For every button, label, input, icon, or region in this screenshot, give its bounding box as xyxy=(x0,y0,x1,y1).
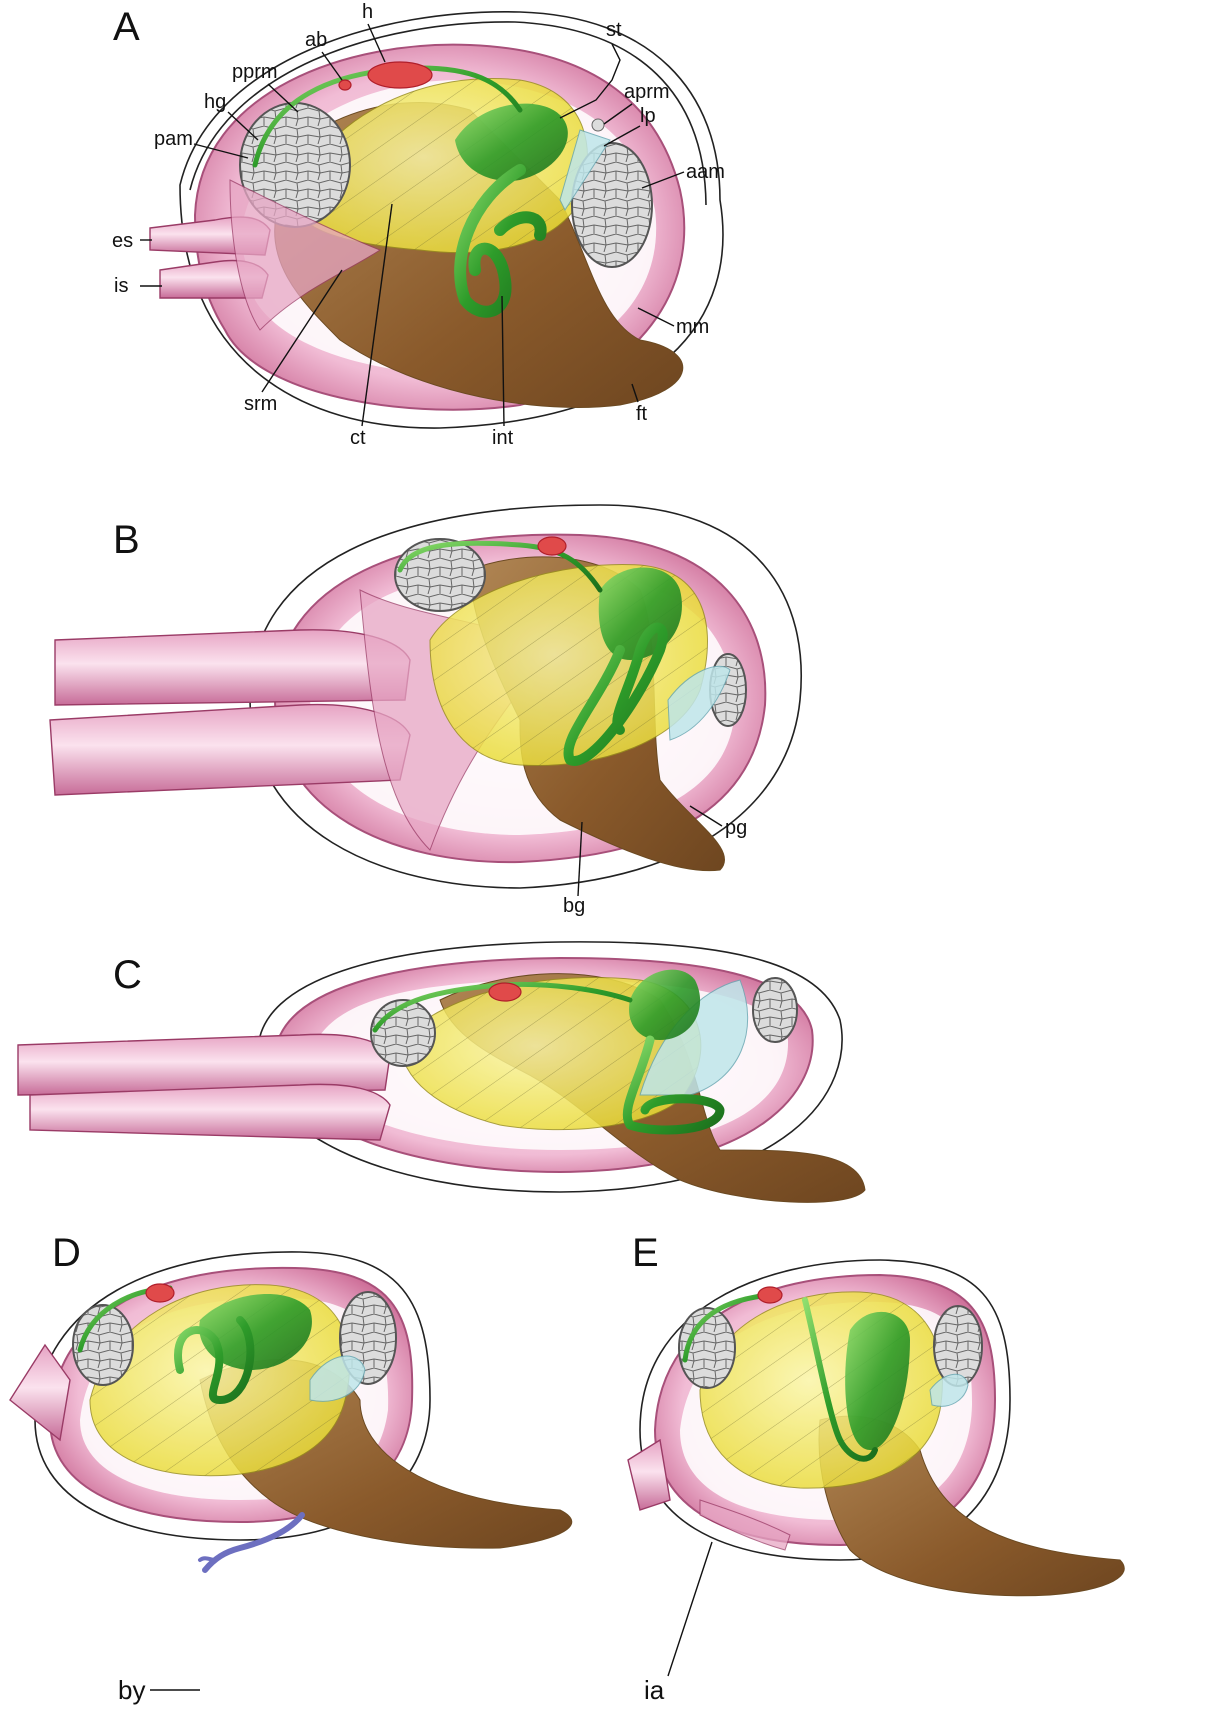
label-aam: aam xyxy=(686,161,725,183)
panel-letter-a: A xyxy=(113,5,140,49)
panel-letter-e: E xyxy=(632,1231,659,1275)
siphon xyxy=(10,1345,70,1440)
anterior-adductor-muscle xyxy=(753,978,797,1042)
label-ia: ia xyxy=(644,1675,665,1705)
panel-d-labels: by xyxy=(118,1675,200,1705)
exhalant-siphon xyxy=(55,630,410,705)
label-h: h xyxy=(362,1,373,23)
panel-letter-b: B xyxy=(113,518,140,562)
heart xyxy=(368,62,432,88)
anterior-adductor-muscle xyxy=(934,1306,982,1386)
label-is: is xyxy=(114,275,128,297)
label-st: st xyxy=(606,19,622,41)
label-ft: ft xyxy=(636,403,648,425)
label-pg: pg xyxy=(725,817,747,839)
label-srm: srm xyxy=(244,393,277,415)
label-es: es xyxy=(112,230,133,252)
posterior-adductor-muscle xyxy=(371,1000,435,1066)
label-int: int xyxy=(492,427,514,449)
label-pam: pam xyxy=(154,128,193,150)
auricle xyxy=(339,80,351,90)
posterior-adductor-muscle xyxy=(395,539,485,611)
anterior-pedal-retractor-muscle xyxy=(592,119,604,131)
panel-a: A h ab xyxy=(112,1,725,449)
panel-b: B pg bg xyxy=(50,505,801,917)
label-ct: ct xyxy=(350,427,366,449)
heart xyxy=(489,983,521,1001)
label-pprm: pprm xyxy=(232,61,278,83)
inhalant-siphon xyxy=(50,705,410,795)
label-lp: lp xyxy=(640,105,656,127)
heart xyxy=(146,1284,174,1302)
label-aprm: aprm xyxy=(624,81,670,103)
byssus xyxy=(205,1515,302,1570)
panel-letter-c: C xyxy=(113,953,142,997)
label-hg: hg xyxy=(204,91,226,113)
panel-e: E ia xyxy=(628,1231,1124,1705)
label-mm: mm xyxy=(676,316,709,338)
panel-letter-d: D xyxy=(52,1231,81,1275)
panel-e-labels: ia xyxy=(644,1542,712,1705)
label-bg: bg xyxy=(563,895,585,917)
heart xyxy=(538,537,566,555)
panel-c: C xyxy=(18,942,865,1202)
label-ab: ab xyxy=(305,29,327,51)
panel-d: D by xyxy=(10,1231,572,1705)
heart xyxy=(758,1287,782,1303)
label-by: by xyxy=(118,1675,145,1705)
inhalant-siphon xyxy=(30,1084,390,1140)
